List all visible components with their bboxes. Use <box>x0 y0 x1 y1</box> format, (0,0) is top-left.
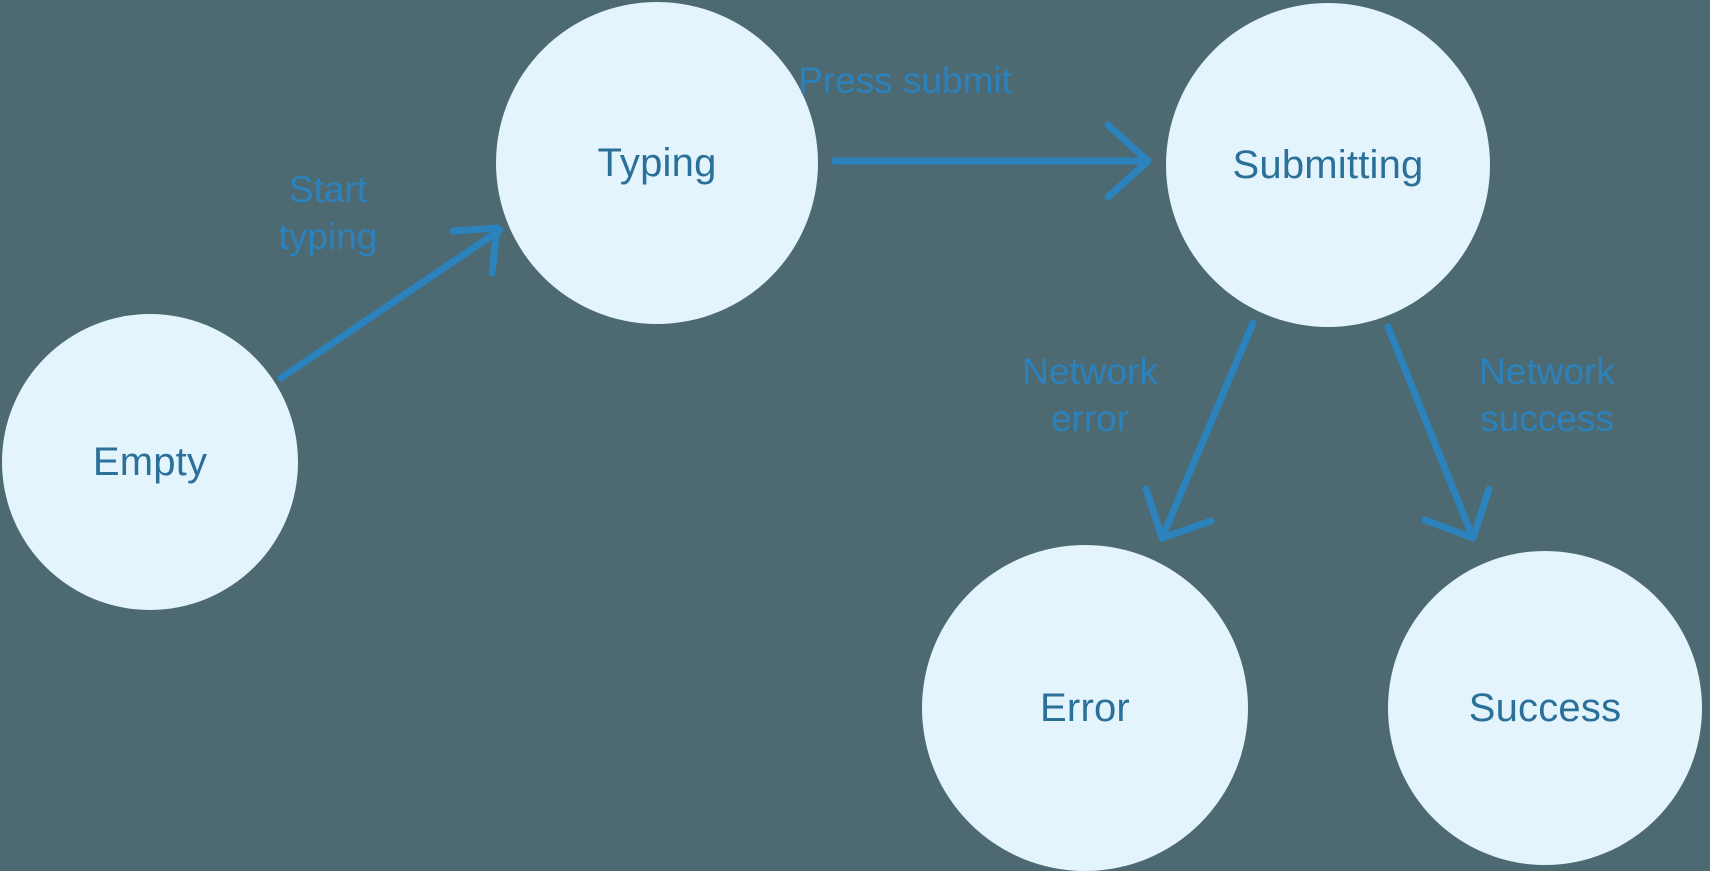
state-node-error[interactable]: Error <box>922 545 1248 871</box>
state-node-label: Submitting <box>1232 143 1424 187</box>
arrowhead-icon <box>1421 485 1493 542</box>
edge-label-start-typing: Start typing <box>278 169 378 258</box>
state-node-submitting[interactable]: Submitting <box>1166 3 1490 327</box>
edge-line <box>1158 319 1257 542</box>
edge-line <box>1384 323 1477 542</box>
edge-label-network-success: Network success <box>1479 351 1615 440</box>
edge-label-network-error: Network error <box>1022 351 1158 440</box>
state-node-label: Empty <box>92 440 208 484</box>
state-node-label: Error <box>1040 686 1130 730</box>
state-node-empty[interactable]: Empty <box>2 314 298 610</box>
edge-submitting-to-error <box>1142 319 1257 542</box>
edge-typing-to-submitting <box>831 121 1152 201</box>
state-node-typing[interactable]: Typing <box>496 2 818 324</box>
state-node-label: Typing <box>597 141 717 185</box>
arrowhead-icon <box>1142 485 1215 542</box>
edge-empty-to-typing <box>277 224 504 382</box>
state-node-success[interactable]: Success <box>1388 551 1702 865</box>
state-node-label: Success <box>1468 686 1622 730</box>
edge-line <box>277 226 504 382</box>
arrowhead-icon <box>1104 121 1152 201</box>
arrowhead-icon <box>449 224 501 277</box>
edge-submitting-to-success <box>1384 323 1493 542</box>
